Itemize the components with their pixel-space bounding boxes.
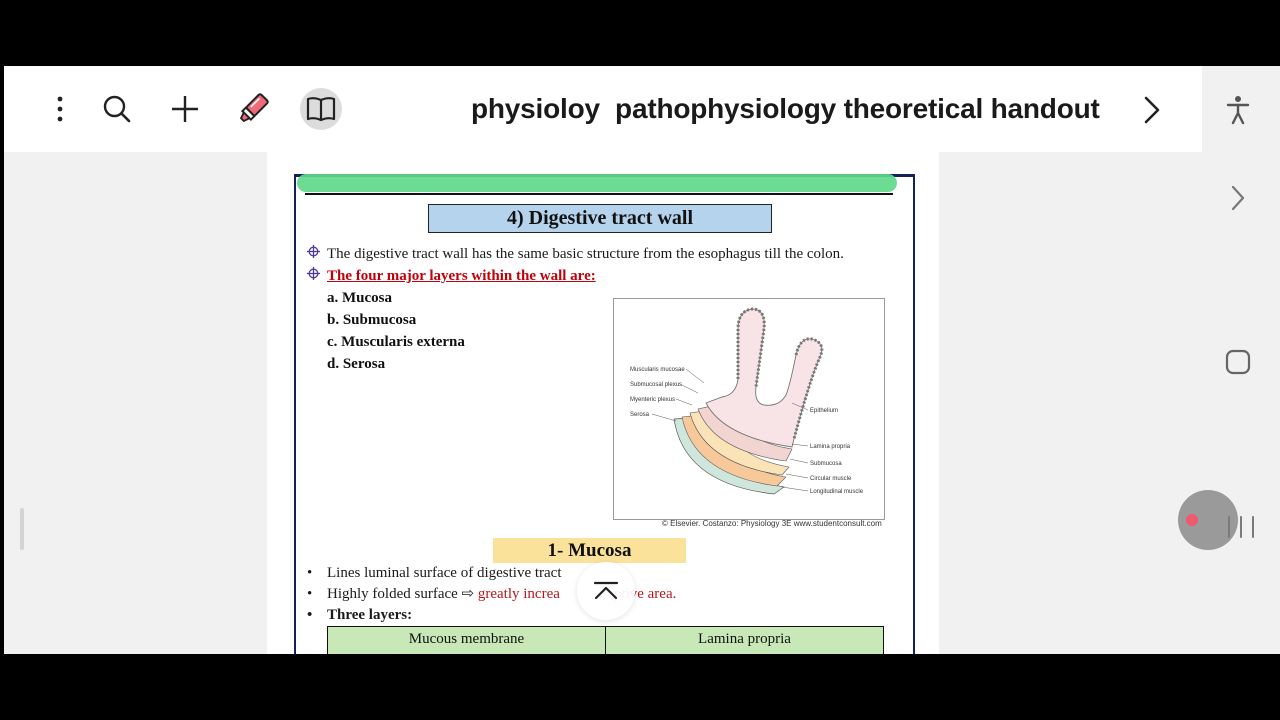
mucosa-point: • Highly folded surface ⇨ greatly increa… — [307, 586, 677, 602]
layer-item: d. Serosa — [327, 356, 386, 372]
mucosa-point: • Three layers: — [307, 607, 413, 623]
viewer-screen: physioloy pathophysiology theoretical ha… — [4, 66, 1280, 654]
figure-caption: © Elsevier. Costanzo: Physiology 3E www.… — [662, 519, 882, 528]
chevron-right-icon[interactable] — [1134, 90, 1170, 130]
bullet-layers-heading: The four major layers within the wall ar… — [327, 268, 596, 284]
layer-item: a. Mucosa — [327, 290, 392, 306]
page-rule — [305, 193, 893, 195]
section-title: 4) Digestive tract wall — [428, 204, 772, 233]
figure-label: Submucosal plexus — [630, 382, 682, 388]
add-icon[interactable] — [165, 89, 205, 129]
chevron-right-icon[interactable] — [1218, 178, 1258, 218]
search-icon[interactable] — [97, 89, 137, 129]
scroll-up-icon — [593, 581, 619, 600]
figure-label: Muscularis mucosae — [630, 367, 685, 373]
reading-mode-icon[interactable] — [300, 88, 342, 130]
top-toolbar: physioloy pathophysiology theoretical ha… — [4, 66, 1202, 152]
more-vertical-icon[interactable] — [40, 89, 80, 129]
home-square-icon[interactable] — [1218, 342, 1258, 382]
figure-label: Submucosa — [810, 461, 842, 467]
crosshair-bullet-icon — [307, 267, 320, 280]
mucosa-point: • Lines luminal surface of digestive tra… — [307, 565, 562, 581]
document-title: physioloy pathophysiology theoretical ha… — [471, 93, 1100, 124]
wall-diagram: Muscularis mucosae Submucosal plexus Mye… — [613, 298, 885, 520]
table-header-cell: Lamina propria — [698, 631, 791, 647]
layer-item: c. Muscularis externa — [327, 334, 465, 350]
accessibility-icon[interactable] — [1218, 90, 1258, 130]
bullet-structure: The digestive tract wall has the same ba… — [327, 246, 844, 262]
figure-label: Circular muscle — [810, 476, 852, 482]
record-dot-icon — [1186, 514, 1198, 526]
figure-label: Epithelium — [810, 408, 838, 414]
layers-table-header: Mucous membrane Lamina propria — [327, 626, 884, 654]
highlighter-icon[interactable] — [233, 89, 273, 129]
figure-label: Serosa — [630, 412, 650, 418]
figure-label: Lamina propria — [810, 444, 851, 450]
figure-label: Myenteric plexus — [630, 397, 675, 403]
crosshair-bullet-icon — [307, 245, 320, 258]
highlight-stroke — [297, 174, 897, 192]
side-nav-panel — [1202, 66, 1280, 654]
figure-label: Longitudinal muscle — [810, 489, 864, 495]
table-header-cell: Mucous membrane — [328, 627, 606, 654]
subsection-title: 1- Mucosa — [493, 538, 686, 563]
layer-item: b. Submucosa — [327, 312, 417, 328]
scroll-to-top-button[interactable] — [577, 562, 635, 620]
recent-apps-icon[interactable] — [1228, 516, 1254, 540]
left-edge-handle[interactable] — [20, 508, 24, 550]
